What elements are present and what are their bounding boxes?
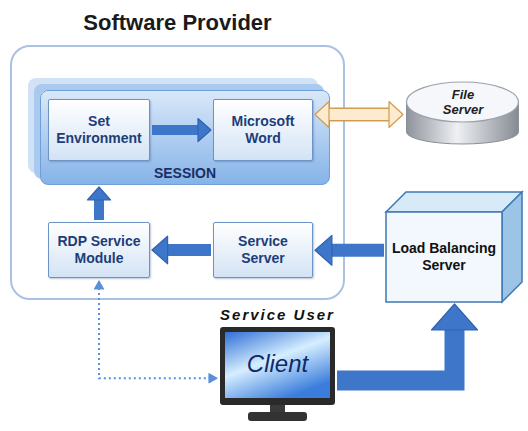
- server-label: File Server: [432, 87, 494, 117]
- connector-shaft: [337, 329, 455, 381]
- provider-region: Software ProviderSESSIONSet EnvironmentM…: [10, 45, 345, 300]
- connector: [88, 187, 111, 220]
- text-slot: File Server: [432, 86, 494, 118]
- monitor-neck: [270, 405, 285, 413]
- arrow-head: [95, 281, 104, 289]
- monitor-frame: [220, 327, 335, 405]
- text-slot: Load Balancing Server: [387, 213, 501, 301]
- session-stack: SESSION Set Environment Microsoft Word: [40, 90, 330, 185]
- monitor-base: [248, 412, 307, 421]
- process-box: Microsoft Word: [213, 99, 313, 161]
- text-slot: RDP Service Module: [49, 223, 149, 277]
- process-box: RDP Service Module: [48, 222, 150, 278]
- arrow-head: [315, 235, 332, 265]
- cube-top: [386, 192, 522, 212]
- session-label: SESSION: [154, 165, 216, 181]
- process-box: Set Environment: [48, 99, 150, 161]
- arrow-head: [88, 187, 111, 200]
- text-slot: Client: [225, 349, 330, 379]
- connector: [315, 235, 384, 265]
- text-slot: Set Environment: [49, 100, 149, 160]
- box-label: Microsoft Word: [217, 113, 309, 147]
- text-slot: SESSION: [41, 164, 329, 182]
- box-label: Service Server: [217, 233, 309, 267]
- connector: [152, 236, 211, 264]
- cylinder-top: [407, 82, 519, 122]
- arrow-head: [389, 102, 403, 128]
- text-slot: Software Provider: [70, 8, 285, 38]
- connector: [315, 102, 403, 128]
- connector-outline: [328, 108, 390, 122]
- text-slot: Service Server: [214, 223, 312, 277]
- arrow-head: [209, 374, 217, 383]
- box-label: RDP Service Module: [52, 233, 146, 267]
- cube-side: [502, 192, 522, 302]
- cube-front: [386, 212, 502, 302]
- connector-shaft: [328, 109, 390, 120]
- text-slot: Microsoft Word: [214, 100, 312, 160]
- arrow-head: [432, 304, 478, 330]
- connector-shaft: [152, 125, 199, 135]
- connector: [95, 281, 218, 383]
- user-label: Service User: [220, 306, 335, 324]
- connector-shaft: [167, 244, 211, 256]
- connector-shaft: [331, 244, 384, 257]
- connector-shaft: [94, 199, 104, 220]
- client-label: Client: [247, 350, 308, 378]
- box-label: Set Environment: [52, 113, 146, 147]
- arrow-head: [152, 236, 168, 264]
- connector-shaft: [99, 288, 210, 378]
- server-label: Load Balancing Server: [387, 240, 501, 274]
- load-balancer-node: Load Balancing Server: [386, 192, 523, 302]
- text-slot: Service User: [200, 305, 355, 325]
- process-box: Service Server: [213, 222, 313, 278]
- file-server-node: File Server: [405, 80, 520, 146]
- client-node: Service UserClient: [220, 305, 335, 423]
- connector: [337, 304, 478, 381]
- region-title: Software Provider: [83, 10, 271, 36]
- monitor-screen: [225, 332, 330, 398]
